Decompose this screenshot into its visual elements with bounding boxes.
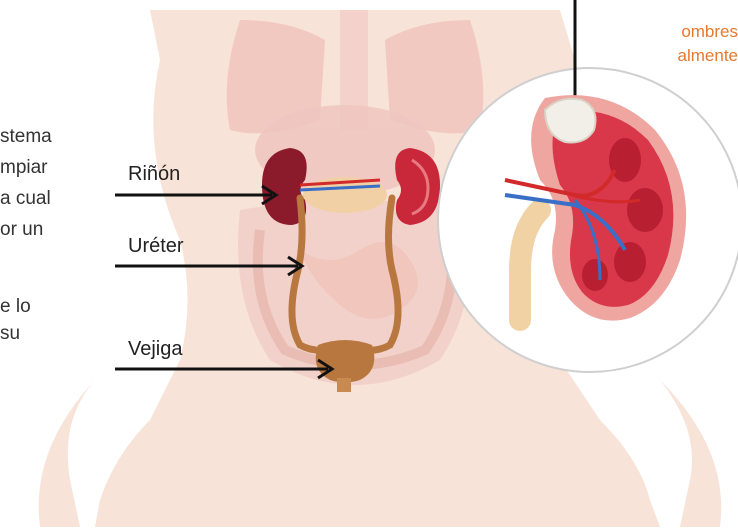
renal-pyramid bbox=[614, 242, 646, 282]
label-bladder: Vejiga bbox=[128, 338, 183, 361]
paragraph-line-6: su bbox=[0, 323, 20, 345]
label-kidney: Riñón bbox=[128, 163, 180, 186]
paragraph-line-3: a cual bbox=[0, 188, 51, 210]
paragraph-line-2: mpiar bbox=[0, 157, 48, 179]
renal-pyramid bbox=[582, 259, 608, 291]
paragraph-line-4: or un bbox=[0, 219, 43, 241]
header-line-1: ombres bbox=[681, 22, 738, 42]
paragraph-line-5: e lo bbox=[0, 296, 31, 318]
header-line-2: almente bbox=[678, 46, 738, 66]
renal-pyramid bbox=[627, 188, 663, 232]
label-ureter: Uréter bbox=[128, 235, 184, 258]
paragraph-line-1: stema bbox=[0, 126, 52, 148]
